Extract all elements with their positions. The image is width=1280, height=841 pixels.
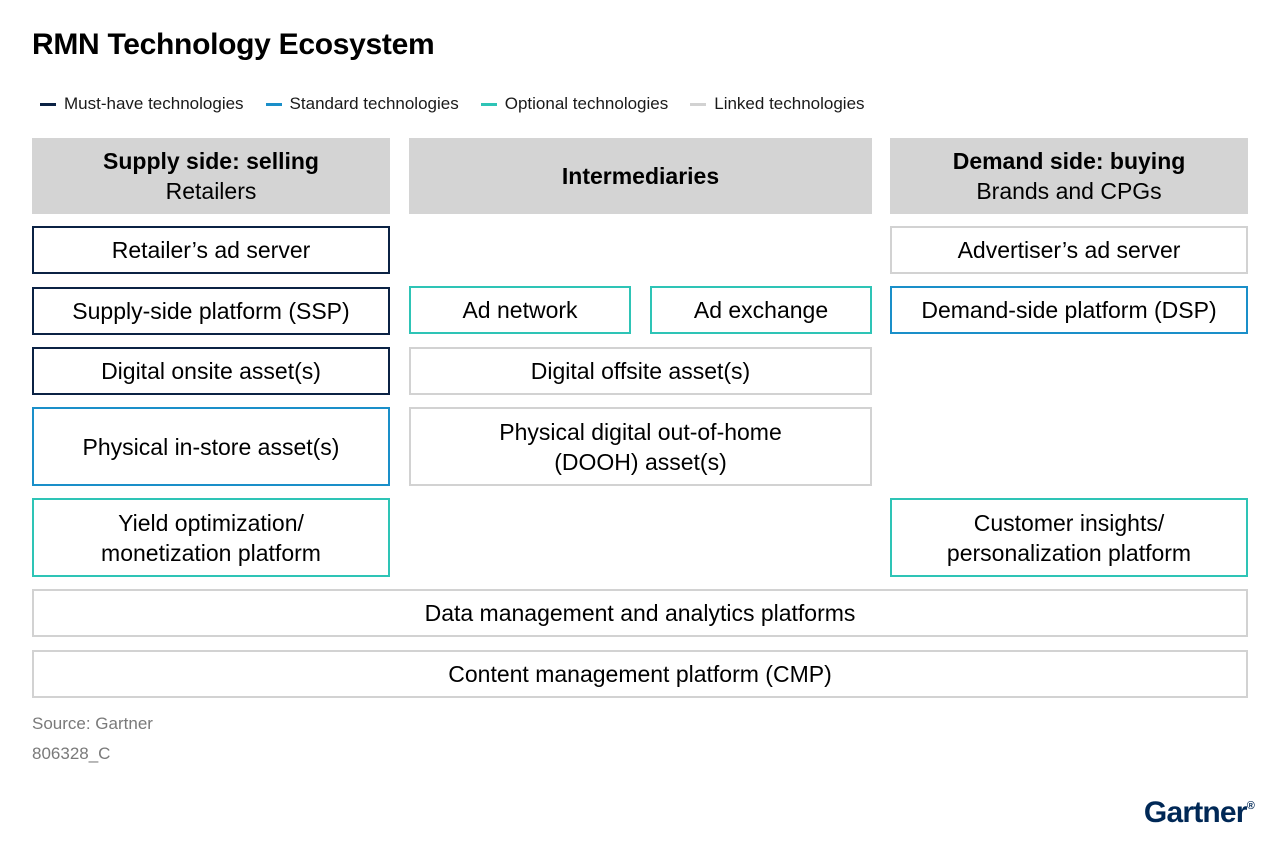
- box-ad-network: Ad network: [409, 286, 631, 334]
- logo-text: Gartner: [1143, 796, 1248, 829]
- legend: Must-have technologies Standard technolo…: [40, 94, 887, 114]
- gartner-logo: Gartner®: [1143, 796, 1255, 830]
- box-line: Data management and analytics platforms: [424, 600, 856, 626]
- box-digital-onsite-assets: Digital onsite asset(s): [32, 347, 390, 395]
- header-demand-side: Demand side: buying Brands and CPGs: [890, 138, 1248, 214]
- legend-item-standard: Standard technologies: [265, 94, 459, 114]
- box-line: Customer insights/: [973, 509, 1165, 536]
- header-intermediaries: Intermediaries: [409, 138, 872, 214]
- box-line: (DOOH) asset(s): [554, 448, 727, 475]
- box-line: Retailer’s ad server: [111, 237, 311, 263]
- box-ad-exchange: Ad exchange: [650, 286, 872, 334]
- box-data-management-platforms: Data management and analytics platforms: [32, 589, 1248, 637]
- header-demand-title: Demand side: buying: [952, 148, 1186, 174]
- box-advertiser-ad-server: Advertiser’s ad server: [890, 226, 1248, 274]
- box-line: Digital onsite asset(s): [101, 358, 321, 384]
- source-note: Source: Gartner: [32, 714, 153, 733]
- header-intermediaries-title: Intermediaries: [561, 163, 720, 189]
- box-line: Content management platform (CMP): [448, 661, 832, 687]
- legend-swatch-standard: [265, 102, 282, 106]
- registered-mark: ®: [1246, 800, 1255, 812]
- box-dooh-assets: Physical digital out-of-home (DOOH) asse…: [409, 407, 872, 486]
- legend-label-standard: Standard technologies: [289, 94, 459, 113]
- legend-swatch-must-have: [40, 102, 56, 106]
- box-yield-optimization-platform: Yield optimization/ monetization platfor…: [32, 498, 390, 577]
- box-line: Ad network: [462, 297, 578, 323]
- header-supply-subtitle: Retailers: [165, 178, 257, 204]
- legend-item-linked: Linked technologies: [690, 94, 865, 114]
- box-line: Ad exchange: [693, 297, 829, 323]
- box-line: Yield optimization/: [118, 509, 304, 536]
- box-line: Supply-side platform (SSP): [72, 298, 350, 324]
- legend-item-optional: Optional technologies: [480, 94, 669, 114]
- legend-label-linked: Linked technologies: [714, 94, 865, 113]
- box-line: monetization platform: [101, 539, 321, 566]
- header-supply-title: Supply side: selling: [103, 148, 319, 174]
- legend-item-must-have: Must-have technologies: [40, 94, 244, 114]
- document-id: 806328_C: [32, 744, 111, 763]
- legend-label-must-have: Must-have technologies: [64, 94, 244, 113]
- legend-swatch-linked: [690, 102, 707, 106]
- box-retailer-ad-server: Retailer’s ad server: [32, 226, 390, 274]
- box-demand-side-platform: Demand-side platform (DSP): [890, 286, 1248, 334]
- box-line: Digital offsite asset(s): [530, 358, 751, 384]
- box-line: personalization platform: [946, 539, 1192, 566]
- page-title: RMN Technology Ecosystem: [32, 28, 435, 61]
- header-supply-side: Supply side: selling Retailers: [32, 138, 390, 214]
- legend-label-optional: Optional technologies: [504, 94, 669, 113]
- box-physical-instore-assets: Physical in-store asset(s): [32, 407, 390, 486]
- box-customer-insights-platform: Customer insights/ personalization platf…: [890, 498, 1248, 577]
- box-line: Advertiser’s ad server: [957, 237, 1181, 263]
- box-line: Physical in-store asset(s): [82, 433, 340, 460]
- header-demand-subtitle: Brands and CPGs: [976, 178, 1162, 204]
- box-content-management-platform: Content management platform (CMP): [32, 650, 1248, 698]
- legend-swatch-optional: [480, 102, 497, 106]
- box-line: Physical digital out-of-home: [499, 418, 782, 445]
- box-line: Demand-side platform (DSP): [921, 297, 1217, 323]
- box-digital-offsite-assets: Digital offsite asset(s): [409, 347, 872, 395]
- box-supply-side-platform: Supply-side platform (SSP): [32, 287, 390, 335]
